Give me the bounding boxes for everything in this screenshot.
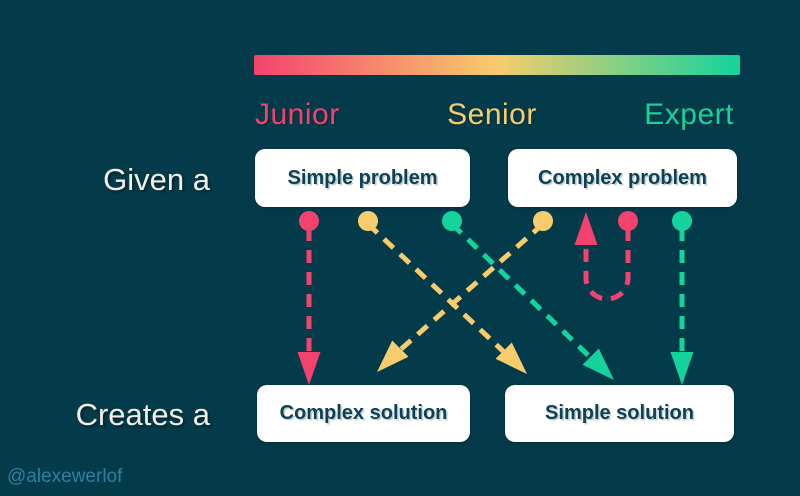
box-simple-solution: Simple solution bbox=[505, 385, 734, 442]
arrowhead-down-right-icon bbox=[582, 348, 614, 380]
arrowhead-down-left-icon bbox=[377, 340, 409, 372]
arrow-expert-simple-to-simple-solution bbox=[442, 211, 614, 380]
expert-origin-dot bbox=[672, 211, 692, 231]
box-complex-solution: Complex solution bbox=[257, 385, 470, 442]
watermark-handle: @alexewerlof bbox=[7, 466, 123, 487]
skill-gradient-bar bbox=[254, 55, 740, 75]
arrow-junior-complex-uturn bbox=[574, 211, 638, 302]
junior-origin-dot bbox=[299, 211, 319, 231]
arrowhead-down-icon bbox=[297, 352, 321, 385]
box-simple-problem-label: Simple problem bbox=[287, 166, 438, 189]
row-label-given: Given a bbox=[103, 162, 210, 197]
box-simple-solution-label: Simple solution bbox=[545, 402, 694, 424]
box-complex-solution-label: Complex solution bbox=[279, 402, 448, 424]
row-label-creates: Creates a bbox=[75, 397, 210, 432]
arrow-expert-complex-to-simple-solution bbox=[670, 211, 694, 385]
legend-expert-label: Expert bbox=[644, 98, 734, 131]
box-simple-problem: Simple problem bbox=[255, 149, 470, 207]
box-complex-problem-label: Complex problem bbox=[538, 166, 707, 189]
arrow-shaft bbox=[450, 222, 593, 360]
arrow-junior-simple-to-complex-solution bbox=[297, 211, 321, 385]
arrowhead-up-icon bbox=[574, 212, 598, 245]
arrow-shaft bbox=[398, 222, 545, 352]
junior-origin-dot bbox=[618, 211, 638, 231]
box-complex-problem: Complex problem bbox=[508, 149, 737, 207]
arrowhead-down-right-icon bbox=[495, 342, 527, 374]
arrowhead-down-icon bbox=[670, 352, 694, 385]
legend-junior-label: Junior bbox=[255, 98, 340, 131]
arrow-shaft bbox=[366, 222, 506, 354]
arrow-senior-simple-to-simple-solution bbox=[358, 211, 527, 374]
legend-senior-label: Senior bbox=[447, 98, 537, 131]
arrow-shaft bbox=[583, 228, 631, 302]
arrow-senior-complex-to-complex-solution bbox=[377, 211, 553, 372]
